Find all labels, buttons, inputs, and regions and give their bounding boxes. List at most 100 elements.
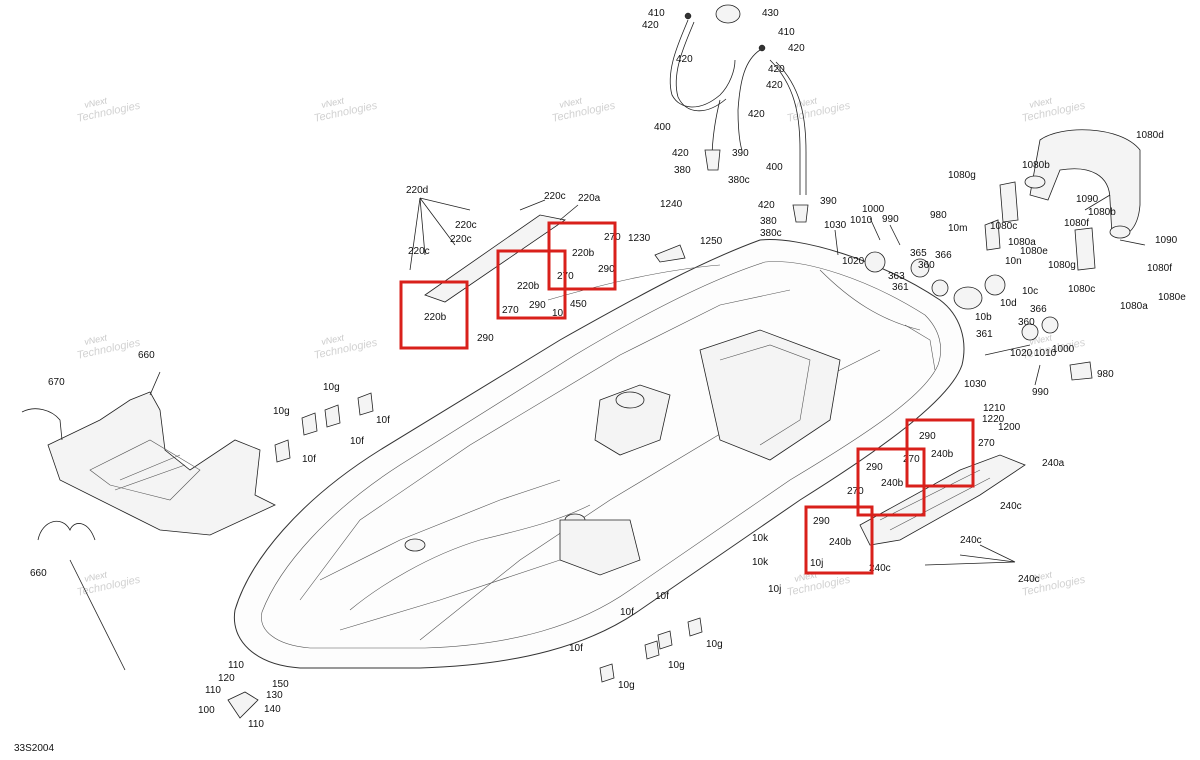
small-parts <box>227 219 1093 719</box>
callout-label: 130 <box>266 690 283 701</box>
callout-label: 1000 <box>1052 344 1075 355</box>
callout-label: 1030 <box>964 379 987 390</box>
callout-label: 240c <box>1000 501 1022 512</box>
callout-label: 365 <box>910 248 927 259</box>
hull-assembly <box>233 239 965 669</box>
callout-label: 140 <box>264 704 281 715</box>
callout-label: 220b <box>572 248 595 259</box>
callout-label: 1080g <box>1048 260 1076 271</box>
callout-label: 1220 <box>982 414 1005 425</box>
highlight-box <box>399 280 469 350</box>
svg-text:vNext: vNext <box>793 95 818 110</box>
callout-label: 270 <box>847 486 864 497</box>
callout-label: 290 <box>529 300 546 311</box>
callout-label: 290 <box>813 516 830 527</box>
callout-label: 361 <box>976 329 993 340</box>
callout-label: 10f <box>376 415 390 426</box>
highlight-box <box>804 505 874 575</box>
callout-label: 1210 <box>983 403 1006 414</box>
callout-label: 240c <box>869 563 891 574</box>
callout-label: 1250 <box>700 236 723 247</box>
callout-label: 10j <box>768 584 781 595</box>
callout-label: 1080c <box>1068 284 1095 295</box>
callout-label: 1080f <box>1064 218 1089 229</box>
callout-label: 10g <box>273 406 290 417</box>
hull-outline <box>233 239 965 669</box>
callout-label: 100 <box>198 705 215 716</box>
callout-label: 240c <box>1018 574 1040 585</box>
callout-label: 1020 <box>842 256 865 267</box>
highlight-box <box>856 447 926 517</box>
part-labels: 410 420 430 410 420 420 420 420 400 420 … <box>30 8 1186 730</box>
callout-label: 366 <box>1030 304 1047 315</box>
callout-label: 420 <box>758 200 775 211</box>
svg-text:vNext: vNext <box>83 95 108 110</box>
svg-text:vNext: vNext <box>1028 569 1053 584</box>
callout-label: 220c <box>450 234 472 245</box>
callout-label: 450 <box>570 299 587 310</box>
svg-text:vNext: vNext <box>558 95 583 110</box>
engine-block <box>699 329 841 461</box>
callout-label: 660 <box>138 350 155 361</box>
swim-platform-assembly <box>859 454 1026 546</box>
svg-text:vNext: vNext <box>320 95 345 110</box>
callout-label: 400 <box>654 122 671 133</box>
svg-text:vNext: vNext <box>83 332 108 347</box>
callout-label: 380c <box>760 228 782 239</box>
hose-assembly <box>669 4 809 223</box>
callout-label: 10m <box>948 223 967 234</box>
callout-label: 420 <box>642 20 659 31</box>
callout-label: 410 <box>648 8 665 19</box>
callout-label: 290 <box>598 264 615 275</box>
svg-text:vNext: vNext <box>1028 95 1053 110</box>
callout-label: 220c <box>455 220 477 231</box>
svg-text:vNext: vNext <box>320 332 345 347</box>
callout-label: 1230 <box>628 233 651 244</box>
callout-label: 220a <box>578 193 601 204</box>
callout-label: 240b <box>881 478 904 489</box>
callout-label: 1090 <box>1076 194 1099 205</box>
callout-label: 120 <box>218 673 235 684</box>
callout-label: 1010 <box>1034 348 1057 359</box>
callout-label: 1080e <box>1158 292 1186 303</box>
callout-label: 990 <box>1032 387 1049 398</box>
pump-housing <box>594 384 671 456</box>
callout-label: 1080a <box>1008 237 1036 248</box>
callout-label: 980 <box>930 210 947 221</box>
callout-label: 240b <box>829 537 852 548</box>
callout-label: 10k <box>752 557 769 568</box>
callout-label: 420 <box>748 109 765 120</box>
callout-label: 240c <box>960 535 982 546</box>
callout-label: 110 <box>248 719 264 730</box>
diagram-id: 33S2004 <box>14 743 54 754</box>
callout-label: 150 <box>272 679 289 690</box>
callout-label: 10g <box>323 382 340 393</box>
callout-label: 360 <box>1018 317 1035 328</box>
callout-label: 10k <box>752 533 769 544</box>
callout-label: 1200 <box>998 422 1021 433</box>
svg-text:vNext: vNext <box>83 569 108 584</box>
callout-label: 240b <box>931 449 954 460</box>
callout-label: 270 <box>903 454 920 465</box>
callout-label: 410 <box>778 27 795 38</box>
callout-label: 220b <box>424 312 447 323</box>
callout-label: 420 <box>672 148 689 159</box>
callout-label: 363 <box>888 271 905 282</box>
callout-label: 390 <box>732 148 749 159</box>
callout-label: 110 <box>205 685 221 696</box>
callout-label: 220c <box>544 191 566 202</box>
callout-label: 270 <box>978 438 995 449</box>
callout-label: 1080b <box>1088 207 1116 218</box>
callout-label: 10c <box>1022 286 1038 297</box>
callout-label: 1080d <box>1136 130 1164 141</box>
callout-label: 10d <box>1000 298 1017 309</box>
callout-label: 10n <box>1005 256 1022 267</box>
callout-label: 10j <box>810 558 823 569</box>
callout-label: 290 <box>477 333 494 344</box>
grab-handle-assembly <box>999 129 1141 271</box>
side-strake <box>424 214 567 303</box>
front-bumper-assembly <box>21 391 276 541</box>
